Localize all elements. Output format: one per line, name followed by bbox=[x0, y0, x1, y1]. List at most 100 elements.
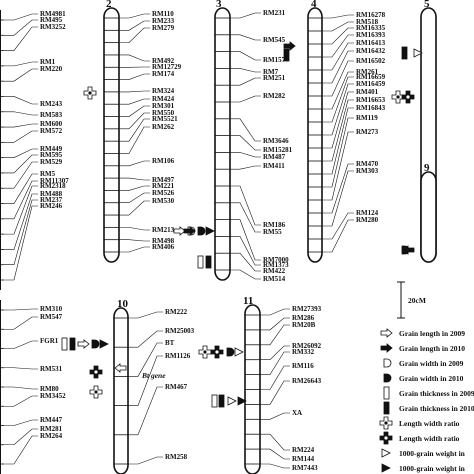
marker-connector bbox=[260, 433, 290, 451]
marker-connector bbox=[128, 311, 163, 319]
marker-label: RM174 bbox=[152, 70, 175, 78]
marker-label: RM1 bbox=[40, 58, 56, 66]
marker-connector bbox=[4, 154, 38, 174]
legend-label: Grain length in 2009 bbox=[399, 329, 465, 338]
marker-connector bbox=[119, 90, 150, 93]
marker-connector bbox=[119, 227, 150, 231]
marker-connector bbox=[322, 99, 354, 162]
marker-connector bbox=[4, 395, 38, 407]
chromosome-c1: RM4981RM495RM3252RM1RM220RM243RM583RM600… bbox=[0, 10, 69, 290]
marker-label: RM600 bbox=[40, 120, 63, 128]
marker-label: RM406 bbox=[152, 243, 175, 251]
marker-connector bbox=[4, 173, 38, 204]
marker-label: RM213 bbox=[152, 226, 175, 234]
marker-connector bbox=[322, 131, 354, 201]
marker-connector bbox=[4, 386, 38, 390]
marker-connector bbox=[230, 118, 261, 142]
chromosome-number: 4 bbox=[311, 0, 317, 10]
chromosome-number: 2 bbox=[106, 0, 112, 10]
marker-connector bbox=[4, 316, 38, 330]
marker-label: RM55 bbox=[263, 228, 282, 236]
marker-label: RM16393 bbox=[356, 31, 386, 39]
filled-bar-icon bbox=[218, 394, 225, 408]
marker-connector bbox=[119, 54, 150, 62]
chromosome-c3: 3RM231RM545RM157RM7RM251RM282RM3646RM152… bbox=[214, 0, 293, 283]
marker-connector bbox=[4, 185, 38, 235]
marker-label: RM5521 bbox=[152, 115, 178, 123]
marker-label: RM106 bbox=[152, 157, 175, 165]
chromosome-body bbox=[420, 171, 437, 263]
marker-label: RM16432 bbox=[356, 47, 386, 55]
marker-connector bbox=[4, 419, 38, 426]
marker-label: FGR1 bbox=[40, 337, 59, 345]
marker-label: RM550 bbox=[152, 109, 175, 117]
marker-label: RM5 bbox=[40, 170, 56, 178]
marker-connector bbox=[119, 73, 150, 80]
marker-label: RM424 bbox=[152, 95, 175, 103]
marker-connector bbox=[119, 200, 150, 216]
marker-label: RM27393 bbox=[292, 305, 322, 313]
marker-connector bbox=[4, 26, 38, 51]
marker-label: RM80 bbox=[40, 385, 59, 393]
marker-label: RM144 bbox=[292, 455, 315, 463]
filled-bar-icon bbox=[205, 255, 212, 269]
open-cross-icon bbox=[391, 90, 405, 104]
marker-connector bbox=[322, 76, 354, 123]
marker-connector bbox=[128, 456, 163, 465]
marker-label: RM467 bbox=[165, 383, 188, 391]
marker-label: RM422 bbox=[263, 267, 286, 275]
marker-connector bbox=[4, 61, 38, 67]
marker-connector bbox=[4, 308, 38, 311]
marker-label: RM243 bbox=[40, 100, 63, 108]
marker-label: RM4981 bbox=[40, 10, 66, 18]
legend-item: Length width ratio bbox=[379, 416, 460, 430]
legend-item: Length width ratio bbox=[379, 431, 460, 445]
marker-label: RM447 bbox=[40, 416, 63, 424]
marker-label: RM3452 bbox=[40, 392, 66, 400]
marker-connector bbox=[128, 386, 163, 436]
marker-connector bbox=[4, 13, 38, 21]
marker-label: RM261 bbox=[356, 68, 379, 76]
chromosome-number: 10 bbox=[117, 298, 129, 310]
marker-label: RM26092 bbox=[292, 342, 322, 350]
filled-arrow-icon bbox=[283, 41, 296, 51]
marker-label: RM246 bbox=[40, 202, 63, 210]
marker-connector bbox=[322, 60, 354, 97]
filled-half-oval-icon bbox=[401, 245, 410, 255]
chromosome-c4: 4RM16278RM518RM16335RM16393RM16413RM1643… bbox=[307, 0, 386, 263]
chromosome-c2: 2RM110RM233RM279RM492RM12729RM174RM324RM… bbox=[103, 0, 182, 263]
marker-label: RM264 bbox=[40, 432, 63, 440]
filled-half-oval-icon bbox=[91, 339, 100, 349]
marker-connector bbox=[230, 236, 261, 266]
marker-label: RM286 bbox=[292, 314, 315, 322]
marker-connector bbox=[322, 83, 354, 136]
legend-label: 1000-grain weight in bbox=[399, 464, 466, 473]
marker-label: RM16843 bbox=[356, 104, 386, 112]
marker-connector bbox=[260, 351, 290, 375]
legend-label: 1000-grain weight in bbox=[399, 449, 466, 458]
marker-label: RM531 bbox=[40, 365, 63, 373]
marker-label: RM231 bbox=[263, 9, 286, 17]
open-arrow-icon bbox=[380, 328, 393, 338]
marker-connector bbox=[260, 345, 290, 361]
marker-label: RM401 bbox=[356, 88, 379, 96]
marker-connector bbox=[230, 185, 261, 226]
marker-label: RM26643 bbox=[292, 377, 322, 385]
marker-label: RM526 bbox=[152, 189, 175, 197]
marker-label: RM583 bbox=[40, 111, 63, 119]
marker-label: RM221 bbox=[152, 182, 175, 190]
marker-connector bbox=[260, 380, 290, 405]
legend-item: Grain length in 2009 bbox=[380, 328, 465, 338]
marker-label: RM124 bbox=[356, 209, 379, 217]
legend-label: Length width ratio bbox=[399, 434, 460, 443]
marker-label: RM273 bbox=[356, 128, 379, 136]
legend-label: Grain width in 2009 bbox=[399, 359, 464, 368]
filled-half-oval-icon bbox=[383, 373, 392, 383]
marker-label: RM529 bbox=[40, 158, 63, 166]
marker-label: RM310 bbox=[40, 305, 63, 313]
chromosome-number: 3 bbox=[216, 0, 222, 10]
chromosome-number: 9 bbox=[424, 162, 430, 174]
marker-connector bbox=[4, 435, 38, 465]
marker-connector bbox=[260, 324, 290, 346]
